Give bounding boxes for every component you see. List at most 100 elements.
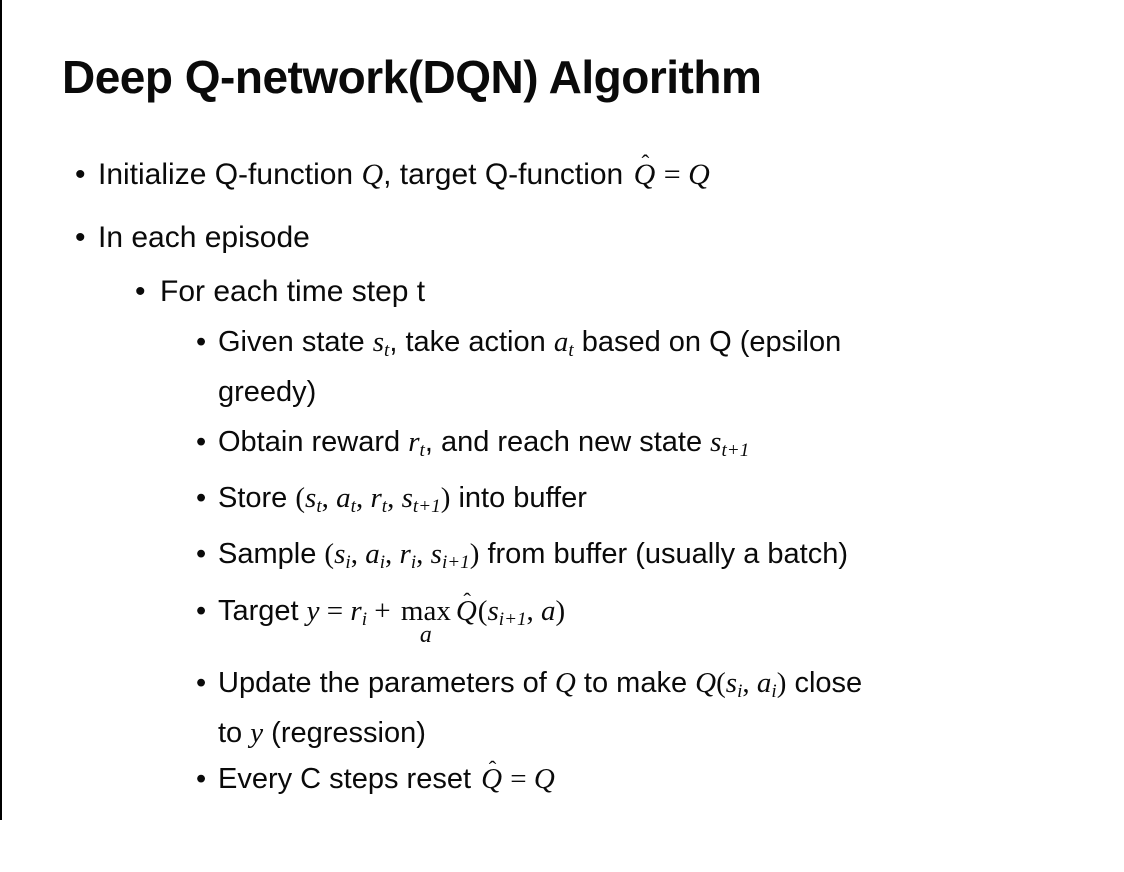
- math-subscript: t: [381, 495, 388, 517]
- math-var: Q: [481, 763, 503, 795]
- math-subscript: i: [361, 608, 368, 630]
- math-operator: =: [656, 158, 689, 191]
- bullet-marker: •: [196, 326, 207, 358]
- math-var: s: [430, 538, 442, 570]
- slide-edge-line: [0, 0, 2, 820]
- math-paren: ): [555, 595, 566, 627]
- math-var: s: [372, 326, 385, 358]
- math-var: s: [305, 482, 317, 514]
- bullet-item-store: • Store (st, at, rt, st+1) into buffer: [196, 475, 1106, 525]
- text-run: Update the parameters of: [218, 667, 555, 699]
- math-separator: ,: [321, 482, 337, 514]
- bullet-content: For each time step t: [160, 269, 1106, 315]
- text-run: , take action: [389, 326, 554, 358]
- math-separator: ,: [526, 595, 542, 627]
- math-var: s: [401, 482, 413, 514]
- math-var: a: [336, 482, 351, 514]
- bullet-marker: •: [196, 667, 207, 699]
- math-var: s: [334, 538, 346, 570]
- math-subscript: t: [316, 495, 322, 517]
- bullet-content: Initialize Q-function Q, target Q-functi…: [98, 151, 1106, 198]
- math-var: a: [365, 538, 380, 570]
- max-label: max: [400, 595, 451, 627]
- math-subscript: i+1: [441, 551, 470, 573]
- math-var: Q: [455, 595, 477, 627]
- bullet-marker: •: [135, 275, 146, 308]
- bullet-marker: •: [196, 538, 207, 570]
- text-run: Every C steps reset: [218, 763, 480, 795]
- math-paren: ): [469, 538, 480, 570]
- math-var: Q: [361, 158, 384, 191]
- bullet-content: Given state st, take action at based on …: [218, 319, 1106, 415]
- text-run: greedy): [218, 376, 317, 408]
- math-subscript: i+1: [498, 608, 527, 630]
- text-run: to: [218, 717, 251, 749]
- text-run: In each episode: [98, 221, 310, 254]
- math-paren: (: [716, 667, 726, 699]
- bullet-item-episode: • In each episode: [75, 215, 1106, 261]
- math-var: r: [408, 426, 420, 458]
- math-var: a: [553, 326, 569, 358]
- math-var: r: [370, 482, 382, 514]
- bullet-item-update: • Update the parameters of Q to make Q(s…: [196, 660, 1106, 756]
- math-var: Q: [695, 667, 717, 699]
- max-under-var: a: [419, 621, 432, 648]
- bullet-marker: •: [75, 158, 86, 191]
- text-run: based on Q (epsilon: [573, 326, 842, 358]
- math-var: a: [541, 595, 556, 627]
- math-paren: (: [324, 538, 335, 570]
- math-var: Q: [554, 667, 576, 699]
- hat-accent: ˆ: [463, 587, 471, 613]
- bullet-marker: •: [196, 482, 207, 514]
- math-var: s: [710, 426, 722, 458]
- text-run: to make: [575, 667, 696, 699]
- text-run: Given state: [218, 326, 373, 358]
- text-run: Store: [218, 482, 296, 514]
- math-var: s: [487, 595, 499, 627]
- math-separator: ,: [742, 667, 757, 699]
- text-run: For each time step t: [160, 275, 426, 308]
- hat-accent: ˆ: [641, 151, 650, 178]
- math-var: y: [250, 717, 264, 749]
- hat-accent: ˆ: [488, 755, 497, 781]
- bullet-marker: •: [196, 595, 207, 627]
- bullet-content: In each episode: [98, 215, 1106, 261]
- bullet-content: Obtain reward rt, and reach new state st…: [218, 419, 1106, 469]
- math-subscript: i: [410, 551, 417, 573]
- math-separator: ,: [387, 482, 402, 514]
- math-var: r: [399, 538, 411, 570]
- math-subscript: t: [419, 439, 425, 461]
- math-paren: ): [776, 667, 787, 699]
- math-subscript: t+1: [721, 439, 750, 461]
- bullet-item-obtain-reward: • Obtain reward rt, and reach new state …: [196, 419, 1106, 469]
- math-separator: ,: [416, 538, 431, 570]
- math-subscript: t+1: [412, 495, 441, 517]
- math-subscript: i: [737, 680, 743, 702]
- math-paren: ): [440, 482, 451, 514]
- bullet-content: Update the parameters of Q to make Q(si,…: [218, 660, 1106, 756]
- math-var: r: [350, 595, 362, 627]
- math-subscript: i: [345, 551, 351, 573]
- bullet-content: Store (st, at, rt, st+1) into buffer: [218, 475, 1106, 525]
- text-run: close: [786, 667, 863, 699]
- text-run: from buffer (usually a batch): [479, 538, 848, 570]
- bullet-item-given-state: • Given state st, take action at based o…: [196, 319, 1106, 415]
- math-separator: ,: [385, 538, 400, 570]
- math-subscript: t: [384, 339, 390, 361]
- math-operator: =: [503, 763, 534, 795]
- math-subscript: i: [379, 551, 386, 573]
- math-var: Q: [533, 763, 555, 795]
- bullet-marker: •: [196, 426, 207, 458]
- math-subscript: t: [350, 495, 356, 517]
- text-run: into buffer: [450, 482, 587, 514]
- text-run: , and reach new state: [424, 426, 711, 458]
- math-separator: ,: [350, 538, 366, 570]
- bullet-item-sample: • Sample (si, ai, ri, si+1) from buffer …: [196, 531, 1106, 581]
